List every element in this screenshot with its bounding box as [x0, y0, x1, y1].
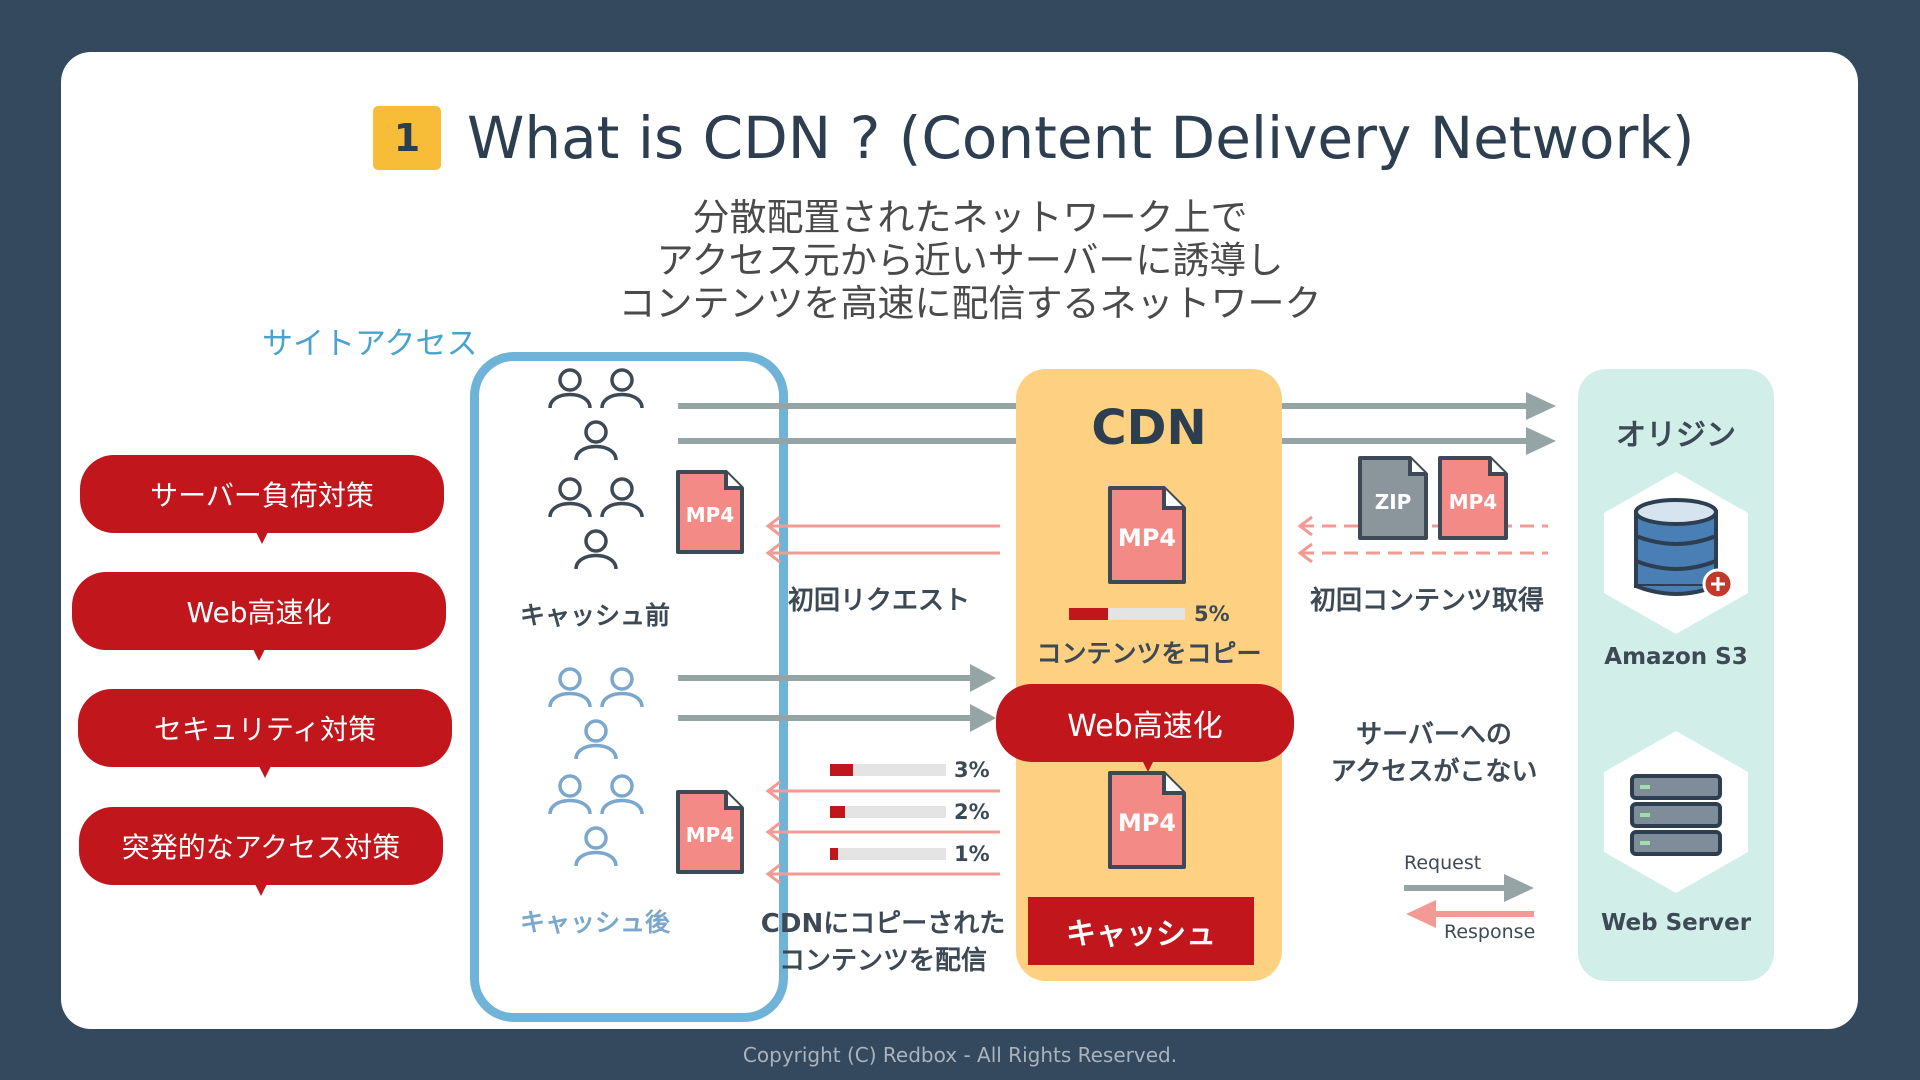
copy-delivery-line: コンテンツを配信 — [778, 946, 987, 976]
delivery-progress-percent: 1% — [954, 842, 990, 866]
mp4-file-icon — [1108, 486, 1186, 584]
mp4-file-icon — [676, 470, 744, 554]
cdn-title: CDN — [1091, 400, 1207, 456]
database-icon — [1634, 498, 1734, 600]
delivery-progress-bar — [830, 848, 946, 860]
no-access-line: サーバーへの — [1356, 720, 1512, 750]
mp4-file-icon — [1108, 771, 1186, 869]
mp4-label: MP4 — [1117, 809, 1177, 837]
cache-label: キャッシュ — [1028, 897, 1254, 965]
delivery-progress-bar — [830, 764, 946, 776]
page-title: What is CDN ? (Content Delivery Network) — [467, 104, 1695, 172]
origin-title: オリジン — [1616, 418, 1736, 453]
subtitle-line: アクセス元から近いサーバーに誘導し — [656, 239, 1284, 282]
copy-delivery-line: CDNにコピーされた — [760, 909, 1006, 939]
no-access-label: サーバーへの アクセスがこない — [1310, 717, 1558, 791]
site-access-label: サイトアクセス — [262, 326, 478, 362]
delivery-progress-fill — [830, 848, 838, 860]
response-arrows — [765, 515, 1548, 885]
title-bar: 1 What is CDN ? (Content Delivery Networ… — [373, 103, 1695, 173]
delivery-progress-percent: 2% — [954, 800, 990, 824]
mp4-label: MP4 — [685, 503, 735, 527]
delivery-progress-bar — [830, 806, 946, 818]
copy-progress-bar — [1069, 608, 1185, 620]
mp4-file-icon — [1438, 456, 1508, 540]
users-after-icon — [548, 667, 644, 868]
cdn-box — [1016, 369, 1282, 981]
zip-file-icon — [1358, 456, 1428, 540]
subtitle: 分散配置されたネットワーク上で アクセス元から近いサーバーに誘導し コンテンツを… — [560, 196, 1380, 325]
arrow-heads — [970, 392, 1556, 732]
footer-copyright: Copyright (C) Redbox - All Rights Reserv… — [742, 1043, 1178, 1067]
copy-content-label: コンテンツをコピー — [1036, 639, 1262, 668]
web-server-label: Web Server — [1600, 910, 1752, 936]
benefit-web-speed: Web高速化 — [72, 572, 446, 661]
benefit-burst-access: 突発的なアクセス対策 — [79, 807, 443, 896]
mp4-label: MP4 — [1448, 490, 1498, 514]
after-cache-label: キャッシュ後 — [520, 908, 671, 937]
delivery-progress-percent: 3% — [954, 758, 990, 782]
copy-progress-percent: 5% — [1194, 602, 1230, 626]
before-cache-label: キャッシュ前 — [520, 601, 671, 630]
s3-label: Amazon S3 — [1604, 644, 1748, 670]
delivery-progress-fill — [830, 764, 854, 776]
legend-response-label: Response — [1444, 921, 1536, 943]
legend-request-label: Request — [1404, 852, 1482, 874]
legend-arrows — [1404, 874, 1534, 928]
mp4-label: MP4 — [1117, 524, 1177, 552]
benefit-security: セキュリティ対策 — [78, 689, 452, 778]
server-icon — [1630, 774, 1722, 856]
copy-delivery-label: CDNにコピーされた コンテンツを配信 — [760, 906, 1006, 980]
subtitle-line: 分散配置されたネットワーク上で — [692, 196, 1248, 239]
no-access-line: アクセスがこない — [1330, 757, 1538, 787]
mp4-label: MP4 — [685, 823, 735, 847]
first-request-label: 初回リクエスト — [788, 586, 971, 616]
subtitle-line: コンテンツを高速に配信するネットワーク — [618, 282, 1322, 325]
web-speed-pill: Web高速化 — [996, 684, 1294, 772]
first-content-label: 初回コンテンツ取得 — [1310, 586, 1545, 616]
users-before-icon — [548, 368, 644, 571]
section-number-badge: 1 — [373, 106, 441, 170]
request-arrows — [678, 403, 1530, 721]
benefit-server-load: サーバー負荷対策 — [80, 455, 444, 544]
zip-label: ZIP — [1374, 490, 1412, 514]
copy-progress-fill — [1069, 608, 1108, 620]
delivery-progress-fill — [830, 806, 846, 818]
site-access-box — [470, 352, 788, 1022]
mp4-file-icon — [676, 790, 744, 874]
